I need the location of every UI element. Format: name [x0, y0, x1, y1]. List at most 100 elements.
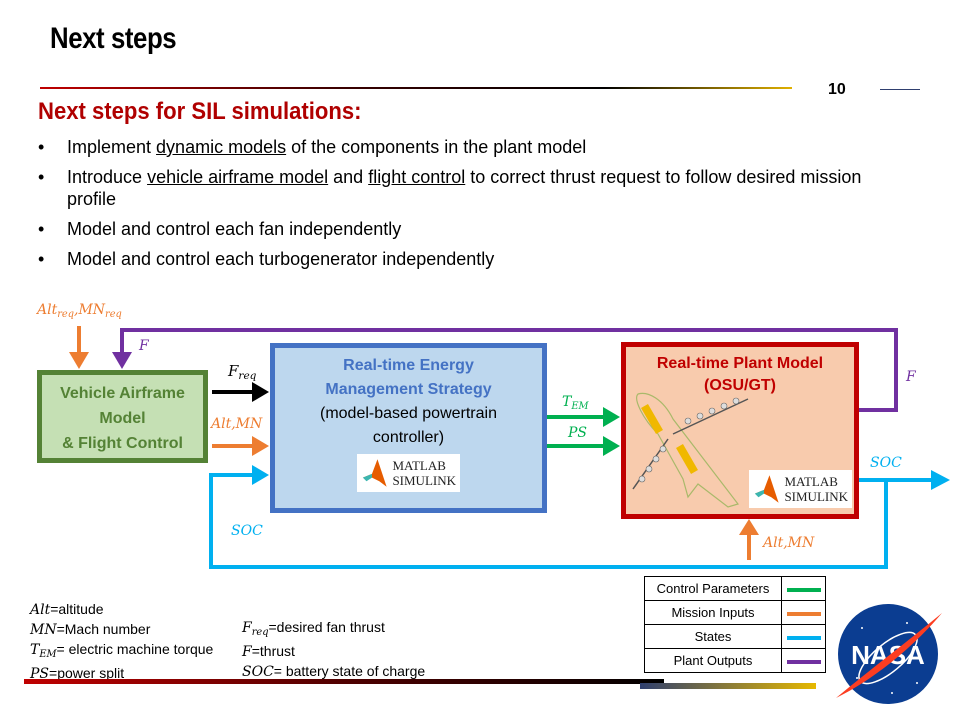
section-subtitle: Next steps for SIL simulations:	[38, 98, 362, 125]
definition-symbol: F	[242, 620, 252, 636]
legend-label: Mission Inputs	[644, 600, 782, 625]
legend-row: Plant Outputs	[644, 648, 826, 673]
nasa-wordmark: NASA	[851, 640, 925, 670]
bullet-item: Implement dynamic models of the componen…	[38, 136, 898, 158]
definition-item: Alt=altitude	[30, 600, 213, 620]
underlined-term: vehicle airframe model	[147, 167, 329, 187]
definition-item: Freq=desired fan thrust	[242, 618, 425, 642]
logo-line: MATLAB	[784, 474, 838, 489]
definition-text: =altitude	[50, 601, 104, 617]
arrow-control-tem	[547, 407, 620, 427]
page-number: 10	[828, 81, 846, 98]
slide-title: Next steps	[50, 22, 177, 55]
logo-line: SIMULINK	[392, 473, 456, 488]
underlined-term: dynamic models	[156, 137, 287, 157]
bullet-text: Introduce	[67, 167, 148, 187]
definition-symbol: T	[30, 642, 40, 658]
definition-item: F=thrust	[242, 642, 425, 662]
block-line: (model-based powertrain	[320, 405, 497, 422]
logo-line: MATLAB	[392, 458, 446, 473]
legend-swatch-cell	[781, 576, 826, 601]
definition-text: =desired fan thrust	[268, 619, 385, 635]
block-line: & Flight Control	[62, 435, 183, 452]
definition-subscript: req	[251, 626, 269, 638]
matlab-membrane-icon	[754, 475, 779, 503]
definition-text: = electric machine torque	[56, 641, 214, 657]
block-line: Real-time Energy	[343, 357, 474, 374]
underlined-term: flight control	[368, 167, 466, 187]
label-alt-mn-ems: Alt,MN	[211, 416, 263, 432]
bullet-text: of the components in the plant model	[286, 137, 587, 157]
footer-accent-bar	[640, 683, 816, 689]
block-line: Vehicle Airframe	[60, 385, 185, 402]
arrow-mission-input-top	[69, 326, 89, 369]
legend-swatch-cell	[781, 600, 826, 625]
arrow-thrust-request	[212, 382, 269, 402]
block-line: Model	[99, 410, 146, 427]
legend-swatch-cell	[781, 624, 826, 649]
definition-item: PS=power split	[30, 664, 213, 684]
definition-symbol: MN	[30, 622, 57, 638]
definition-symbol: Alt	[30, 602, 51, 618]
arrow-control-ps	[547, 436, 620, 456]
definition-item: SOC= battery state of charge	[242, 662, 425, 682]
bullet-item: Introduce vehicle airframe model and fli…	[38, 166, 898, 210]
legend-swatch-cell	[781, 648, 826, 673]
definition-symbol: SOC	[242, 663, 274, 680]
bullet-text: Implement	[67, 137, 157, 157]
label-thrust-request: Freq	[228, 362, 257, 383]
definition-symbol: F	[242, 643, 252, 660]
title-divider	[40, 87, 792, 89]
footer-divider	[24, 679, 664, 684]
legend-swatch	[786, 611, 821, 616]
bullet-text: Model and control each turbogenerator in…	[67, 249, 495, 269]
arrow-thrust-feedback	[112, 328, 898, 412]
label-soc-left: SOC	[231, 523, 263, 539]
definition-subscript: EM	[39, 648, 57, 660]
legend-swatch	[786, 587, 821, 592]
legend-row: States	[644, 624, 826, 649]
arrow-mission-input-plant	[739, 519, 759, 560]
nasa-logo-icon: NASA	[836, 604, 942, 704]
bullet-text: Model and control each fan independently	[67, 219, 402, 239]
label-thrust-top: F	[139, 338, 149, 354]
label-alt-mn-req: Altreq,MNreq	[37, 302, 122, 320]
legend-label: Plant Outputs	[644, 648, 782, 673]
definition-text: =Mach number	[56, 621, 151, 637]
definition-text: =thrust	[251, 642, 295, 659]
legend-row: Mission Inputs	[644, 600, 826, 625]
legend-row: Control Parameters	[644, 576, 826, 601]
aircraft-schematic-icon	[632, 392, 749, 508]
label-soc-right: SOC	[870, 455, 902, 471]
matlab-membrane-icon	[362, 459, 387, 487]
bullet-text: and	[328, 167, 369, 187]
legend-swatch	[786, 659, 821, 664]
definition-item: TEM= electric machine torque	[30, 640, 213, 664]
label-alt-mn-plant: Alt,MN	[763, 535, 815, 551]
definition-text: =power split	[49, 664, 125, 681]
label-ps: PS	[568, 425, 588, 441]
arrow-mission-input-ems	[212, 436, 269, 456]
label-thrust-right: F	[906, 369, 916, 385]
logo-line: SIMULINK	[784, 489, 848, 504]
legend-swatch	[786, 635, 821, 640]
bullet-item: Model and control each turbogenerator in…	[38, 248, 898, 270]
arrow-soc-feedback	[209, 465, 950, 569]
block-line: Management Strategy	[325, 381, 492, 398]
bullet-text: to correct thrust request to follow desi…	[67, 167, 862, 209]
page-number-dash	[880, 89, 920, 90]
legend-label: States	[644, 624, 782, 649]
block-line: controller)	[372, 429, 445, 446]
block-vehicle-airframe: Vehicle Airframe Model & Flight Control	[37, 370, 208, 463]
definition-symbol: PS	[30, 665, 50, 682]
legend-label: Control Parameters	[644, 576, 782, 601]
label-tem: TEM	[562, 394, 589, 412]
definition-text: = battery state of charge	[273, 662, 426, 679]
